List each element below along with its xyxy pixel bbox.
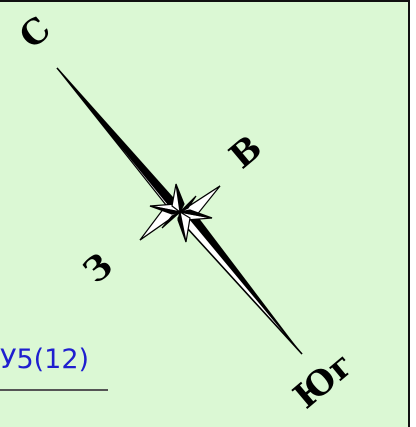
west-label: З [76,245,121,291]
east-label: В [222,128,270,177]
south-label: Юг [286,345,361,417]
link-underline [0,389,108,391]
north-label: С [12,9,58,57]
navigation-link[interactable]: У5(12) [0,346,89,373]
